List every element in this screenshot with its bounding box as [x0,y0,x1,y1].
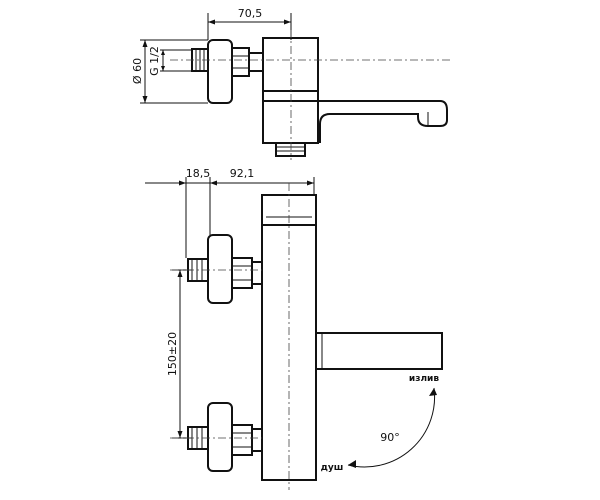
dim-diameter-label: Ø 60 [131,58,144,84]
dim-thread-label: G 1/2 [148,46,161,76]
dim-width-label: 70,5 [238,7,263,20]
rotation-indicator: излив душ 90° [321,374,440,473]
shower-label: душ [321,463,344,473]
top-view: 70,5 Ø 60 G 1/2 [131,7,450,160]
spout-label: излив [409,374,439,384]
dim-body-offset-label: 92,1 [230,167,255,180]
front-view: 18,5 92,1 150±20 [145,167,443,490]
dim-inlet-offset-label: 18,5 [186,167,211,180]
dim-center-distance-label: 150±20 [166,332,179,376]
angle-label: 90° [380,431,400,444]
rotation-arc [347,387,436,468]
